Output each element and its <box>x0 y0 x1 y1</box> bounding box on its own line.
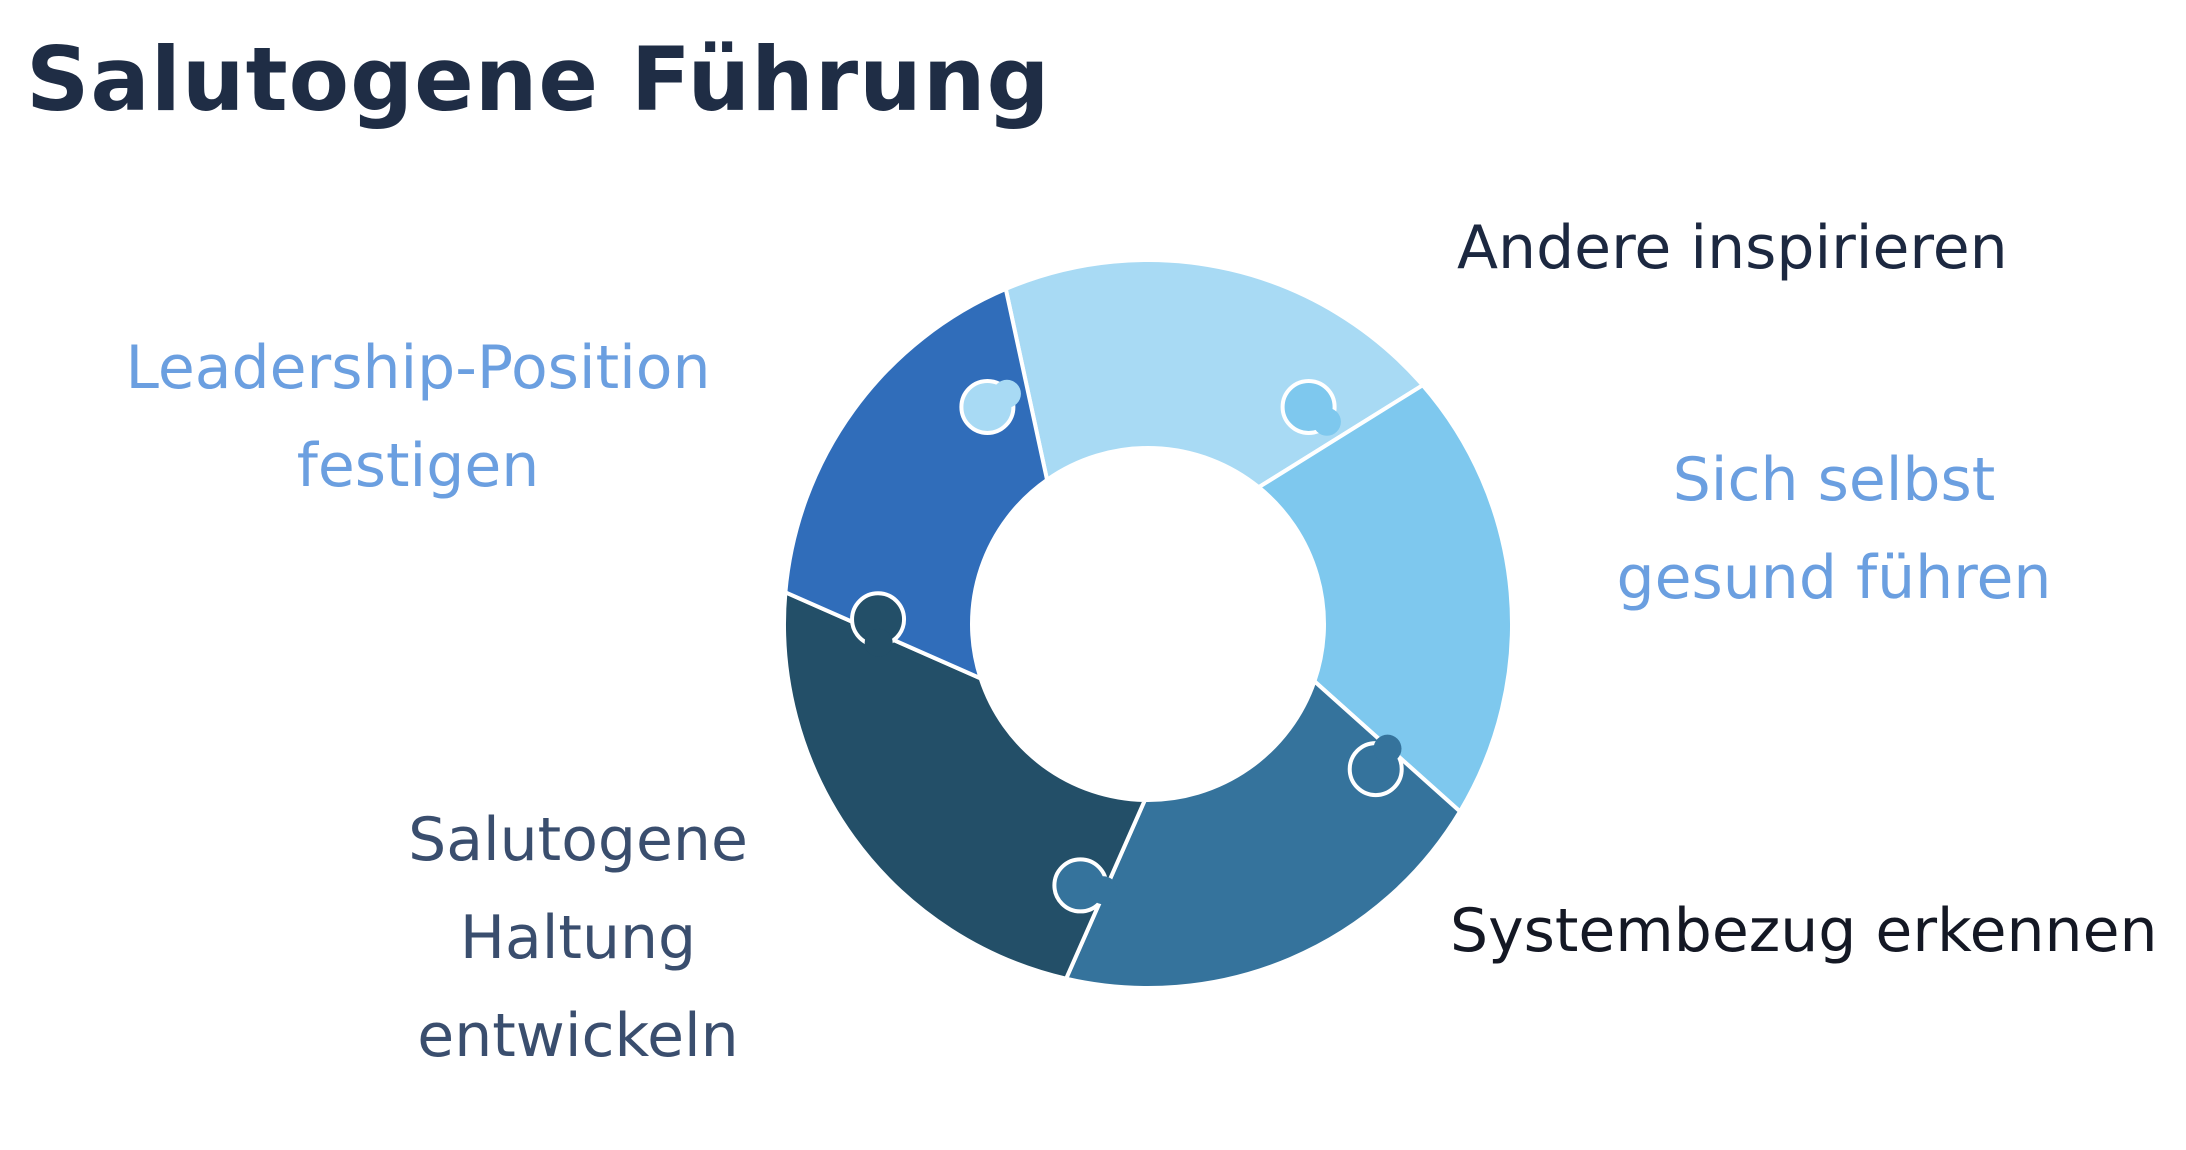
label-line: Sich selbst <box>1672 445 1996 515</box>
label-line: festigen <box>296 431 540 501</box>
label-line: gesund führen <box>1616 543 2052 613</box>
label-line: Salutogene <box>408 805 748 875</box>
label-line: entwickeln <box>417 1001 739 1071</box>
label-line: Systembezug erkennen <box>1450 896 2158 966</box>
label-sich-selbst: Sich selbst gesund führen <box>1534 431 2134 627</box>
label-leadership-position: Leadership-Position festigen <box>118 319 718 515</box>
label-salutogene-haltung: Salutogene Haltung entwickeln <box>278 791 878 1085</box>
page-title: Salutogene Führung <box>26 28 1051 131</box>
label-andere-inspirieren: Andere inspirieren <box>1457 199 2008 297</box>
knob-steel-neck <box>1373 734 1402 763</box>
knob-light-neck <box>992 379 1021 408</box>
segment-sich-selbst <box>1255 382 1514 815</box>
label-line: Leadership-Position <box>125 333 711 403</box>
label-line: Andere inspirieren <box>1457 213 2008 283</box>
label-systembezug: Systembezug erkennen <box>1450 882 2158 980</box>
knob-navy-neck <box>864 628 893 657</box>
knob-steel-2-neck <box>1089 876 1118 905</box>
knob-sky-neck <box>1312 407 1341 436</box>
label-line: Haltung <box>459 903 697 973</box>
